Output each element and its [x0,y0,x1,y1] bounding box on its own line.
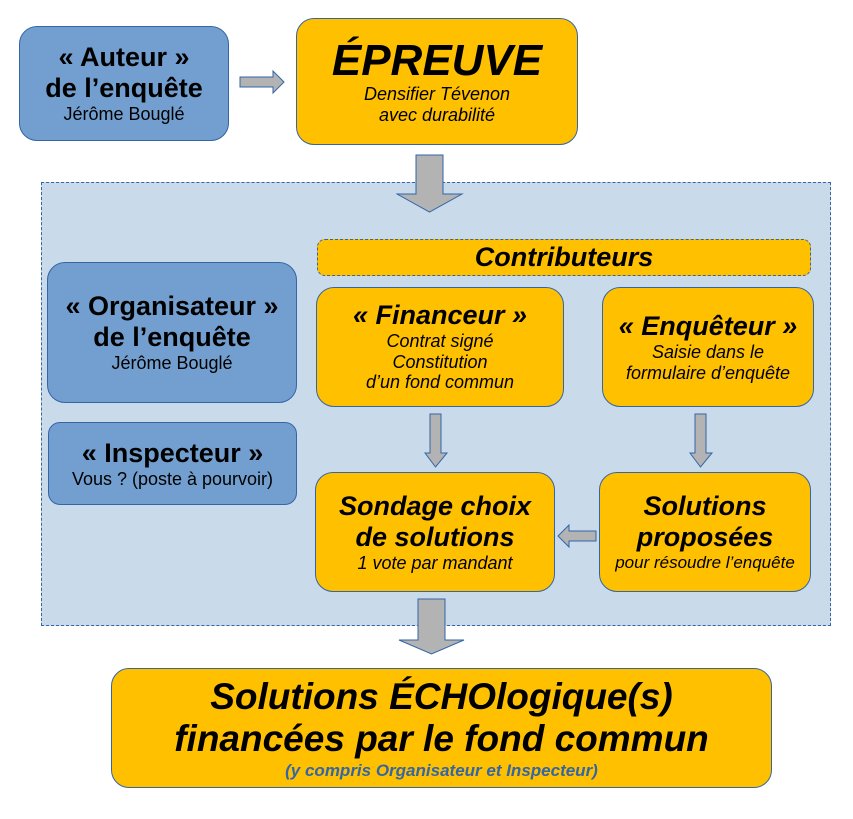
solutions-title-line1: Solutions [643,491,767,522]
arrow-down-icon [398,598,465,655]
arrow-down-icon [396,154,464,213]
enqueteur-line: Saisie dans le [651,341,765,362]
contributeurs-title: Contributeurs [474,241,654,272]
solutions-proposees-box: Solutions proposées pour résoudre l’enqu… [599,472,811,592]
epreuve-line2: avec durabilité [378,104,496,125]
financeur-line: d’un fond commun [365,372,515,393]
enqueteur-box: « Enquêteur » Saisie dans le formulaire … [602,287,814,407]
final-line2: financées par le fond commun [174,718,709,760]
arrow-down-icon [424,413,449,468]
author-box: « Auteur » de l’enquête Jérôme Bouglé [19,26,229,141]
sondage-title-line1: Sondage choix [338,490,532,521]
sondage-sub: 1 vote par mandant [357,552,513,573]
organisateur-box: « Organisateur » de l’enquête Jérôme Bou… [47,262,297,403]
inspecteur-box: « Inspecteur » Vous ? (poste à pourvoir) [48,422,297,505]
final-line1: Solutions ÉCHOlogique(s) [210,675,673,717]
contributeurs-header: Contributeurs [317,239,811,276]
final-note: (y compris Organisateur et Inspecteur) [285,760,598,780]
epreuve-line1: Densifier Tévenon [363,83,511,104]
organisateur-title: « Organisateur » [65,291,279,322]
epreuve-box: ÉPREUVE Densifier Tévenon avec durabilit… [296,18,578,145]
organisateur-name: Jérôme Bouglé [111,353,233,374]
arrow-right-icon [239,70,285,95]
author-title: « Auteur » [58,42,190,73]
author-name: Jérôme Bouglé [63,104,185,125]
financeur-line: Constitution [392,351,488,372]
financeur-line: Contrat signé [386,331,494,352]
solutions-title-line2: proposées [636,522,774,553]
final-box: Solutions ÉCHOlogique(s) financées par l… [111,668,772,788]
financeur-box: « Financeur » Contrat signé Constitution… [316,287,564,407]
organisateur-subtitle: de l’enquête [93,322,251,353]
inspecteur-title: « Inspecteur » [81,437,264,468]
sondage-title-line2: de solutions [355,521,515,552]
financeur-title: « Financeur » [352,300,528,330]
author-subtitle: de l’enquête [45,73,203,104]
arrow-left-icon [557,524,597,549]
enqueteur-line: formulaire d’enquête [625,362,791,383]
epreuve-title: ÉPREUVE [331,35,543,85]
enqueteur-title: « Enquêteur » [618,310,798,341]
solutions-sub: pour résoudre l’enquête [615,553,795,573]
inspecteur-sub: Vous ? (poste à pourvoir) [71,468,274,489]
sondage-box: Sondage choix de solutions 1 vote par ma… [315,472,555,592]
arrow-down-icon [689,413,714,468]
